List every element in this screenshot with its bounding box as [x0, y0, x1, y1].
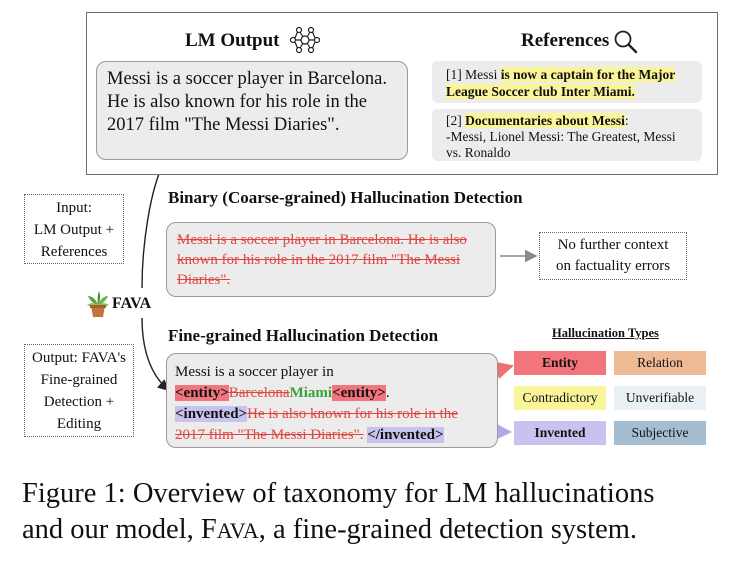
reference-2-colon: :: [624, 113, 629, 128]
binary-result-line-2: on factuality errors: [555, 258, 671, 274]
output-line-3: Detection +: [43, 394, 115, 410]
output-line-1: Output: FAVA's: [32, 350, 126, 366]
reference-2-rest: -Messi, Lionel Messi: The Greatest, Mess…: [446, 129, 676, 160]
type-entity-label: Entity: [541, 355, 578, 370]
caption-line-1: Figure 1: Overview of taxonomy for LM ha…: [22, 478, 655, 509]
type-entity: Entity: [514, 351, 606, 375]
invented-close-tag: </invented>: [367, 427, 444, 443]
fine-line-1: Messi is a soccer player in: [175, 364, 334, 380]
references-title: References: [521, 30, 610, 51]
output-description: Output: FAVA's Fine-grained Detection + …: [24, 344, 134, 437]
type-contradictory-label: Contradictory: [522, 390, 598, 405]
reference-2-prefix: [2]: [446, 113, 462, 128]
binary-result-line-1: No further context: [557, 237, 669, 253]
fine-detection-title: Fine-grained Hallucination Detection: [168, 326, 439, 345]
flow-curve-bottom: [141, 317, 170, 391]
fine-detection-box: Messi is a soccer player in <entity>Barc…: [166, 353, 498, 448]
input-line-2: LM Output +: [33, 222, 115, 238]
type-invented-label: Invented: [534, 425, 586, 440]
type-invented: Invented: [514, 421, 606, 445]
entity-close-tag: <entity>: [332, 385, 386, 401]
fine-period: .: [385, 385, 390, 401]
hallucination-types-title: Hallucination Types: [552, 326, 659, 340]
struck-entity: Barcelona: [228, 385, 290, 401]
caption-line-2-post: , a fine-grained detection system.: [258, 514, 638, 545]
type-unverifiable: Unverifiable: [614, 386, 706, 410]
caption-line-2-smallcaps: AVA: [216, 518, 259, 543]
type-relation: Relation: [614, 351, 706, 375]
caption-line-2: and our model, FAVA, a fine-grained dete…: [22, 512, 742, 549]
type-subjective: Subjective: [614, 421, 706, 445]
binary-struck-text: Messi is a soccer player in Barcelona. H…: [177, 232, 467, 288]
fava-label: FAVA: [112, 295, 152, 312]
binary-result-box: No further context on factuality errors: [539, 232, 687, 280]
type-subjective-label: Subjective: [631, 425, 689, 440]
output-line-4: Editing: [56, 416, 102, 432]
input-description: Input: LM Output + References: [24, 194, 124, 264]
fine-line-2: <entity>BarcelonaMiami<entity>.: [175, 383, 489, 404]
reference-1-prefix: [1] Messi: [446, 67, 498, 82]
plant-icon: [86, 290, 110, 323]
flow-curve-top: [141, 161, 165, 289]
struck-sentence: He is also known for his role in the 201…: [175, 406, 458, 443]
replacement-entity: Miami: [289, 385, 333, 401]
reference-1: [1] Messi is now a captain for the Major…: [432, 61, 702, 103]
invented-open-tag: <invented>: [175, 406, 248, 422]
lm-output-text: Messi is a soccer player in Barcelona. H…: [96, 61, 408, 160]
type-unverifiable-label: Unverifiable: [625, 390, 695, 405]
figure-caption: Figure 1: Overview of taxonomy for LM ha…: [22, 476, 742, 549]
binary-detection-title: Binary (Coarse-grained) Hallucination De…: [168, 188, 523, 207]
input-line-1: Input:: [56, 200, 92, 216]
binary-detection-box: Messi is a soccer player in Barcelona. H…: [166, 222, 496, 297]
search-icon: [613, 29, 639, 60]
fine-line-3: <invented>He is also known for his role …: [175, 404, 489, 446]
type-relation-label: Relation: [637, 355, 683, 370]
neural-network-icon: [289, 26, 321, 59]
caption-line-2-pre: and our model, F: [22, 514, 217, 545]
output-line-2: Fine-grained: [40, 372, 118, 388]
entity-open-tag: <entity>: [175, 385, 229, 401]
type-contradictory: Contradictory: [514, 386, 606, 410]
reference-2-highlight: Documentaries about Messi: [465, 113, 625, 128]
reference-2: [2] Documentaries about Messi: -Messi, L…: [432, 109, 702, 161]
lm-output-title: LM Output: [185, 30, 280, 51]
input-line-3: References: [40, 244, 108, 260]
